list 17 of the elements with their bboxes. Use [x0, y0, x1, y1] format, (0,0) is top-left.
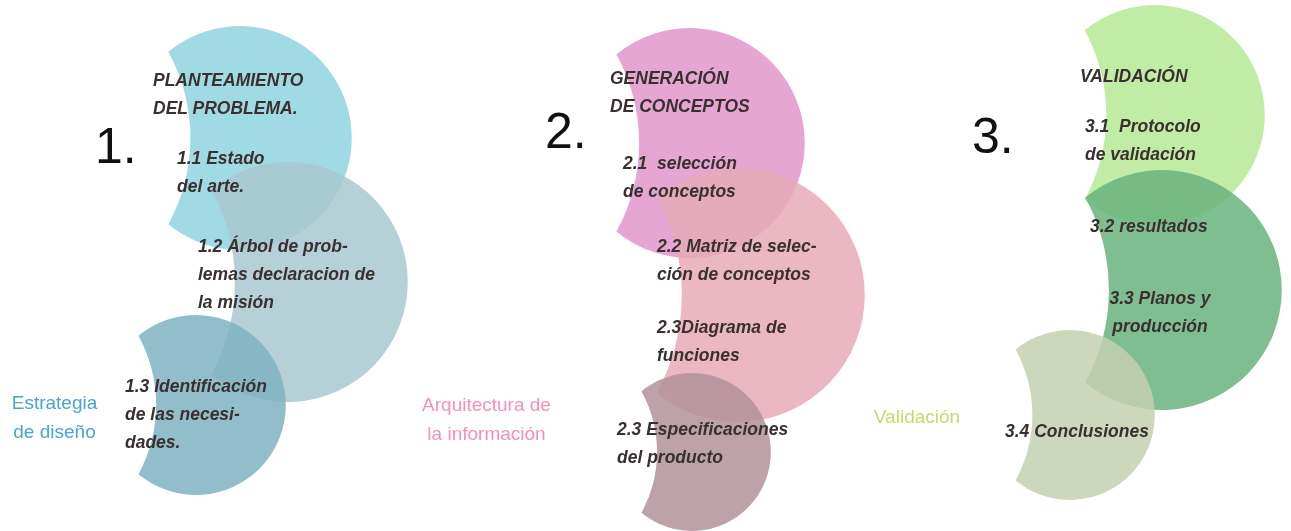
heading-text: VALIDACIÓN — [1080, 64, 1189, 88]
step-number: 2. — [545, 103, 588, 159]
phase-label: Arquitectura de la información — [421, 393, 552, 446]
step-text: 3.1 Protocolo de validación — [1085, 115, 1202, 166]
step-text: 2.1 selección de conceptos — [623, 152, 738, 203]
step-text: 1.2 Árbol de prob- lemas declaracion de la misión — [198, 234, 376, 314]
heading-text: PLANTEAMIENTO DEL PROBLEMA. — [153, 69, 305, 120]
step-text: 2.2 Matriz de selec- ción de conceptos — [657, 235, 818, 286]
heading-text: GENERACIÓN DE CONCEPTOS — [610, 66, 750, 118]
step-text: 1.1 Estado del arte. — [177, 147, 266, 198]
step-text: 3.4 Conclusiones — [1005, 420, 1150, 443]
step-number: 1. — [95, 118, 138, 174]
step-number: 3. — [972, 108, 1015, 164]
phase-label: Validación — [872, 405, 962, 429]
step-text: 3.3 Planos y producción — [1108, 287, 1212, 338]
phase-label: Estrategia de diseño — [10, 391, 99, 444]
step-text: 2.3Diagrama de funciones — [657, 316, 788, 367]
